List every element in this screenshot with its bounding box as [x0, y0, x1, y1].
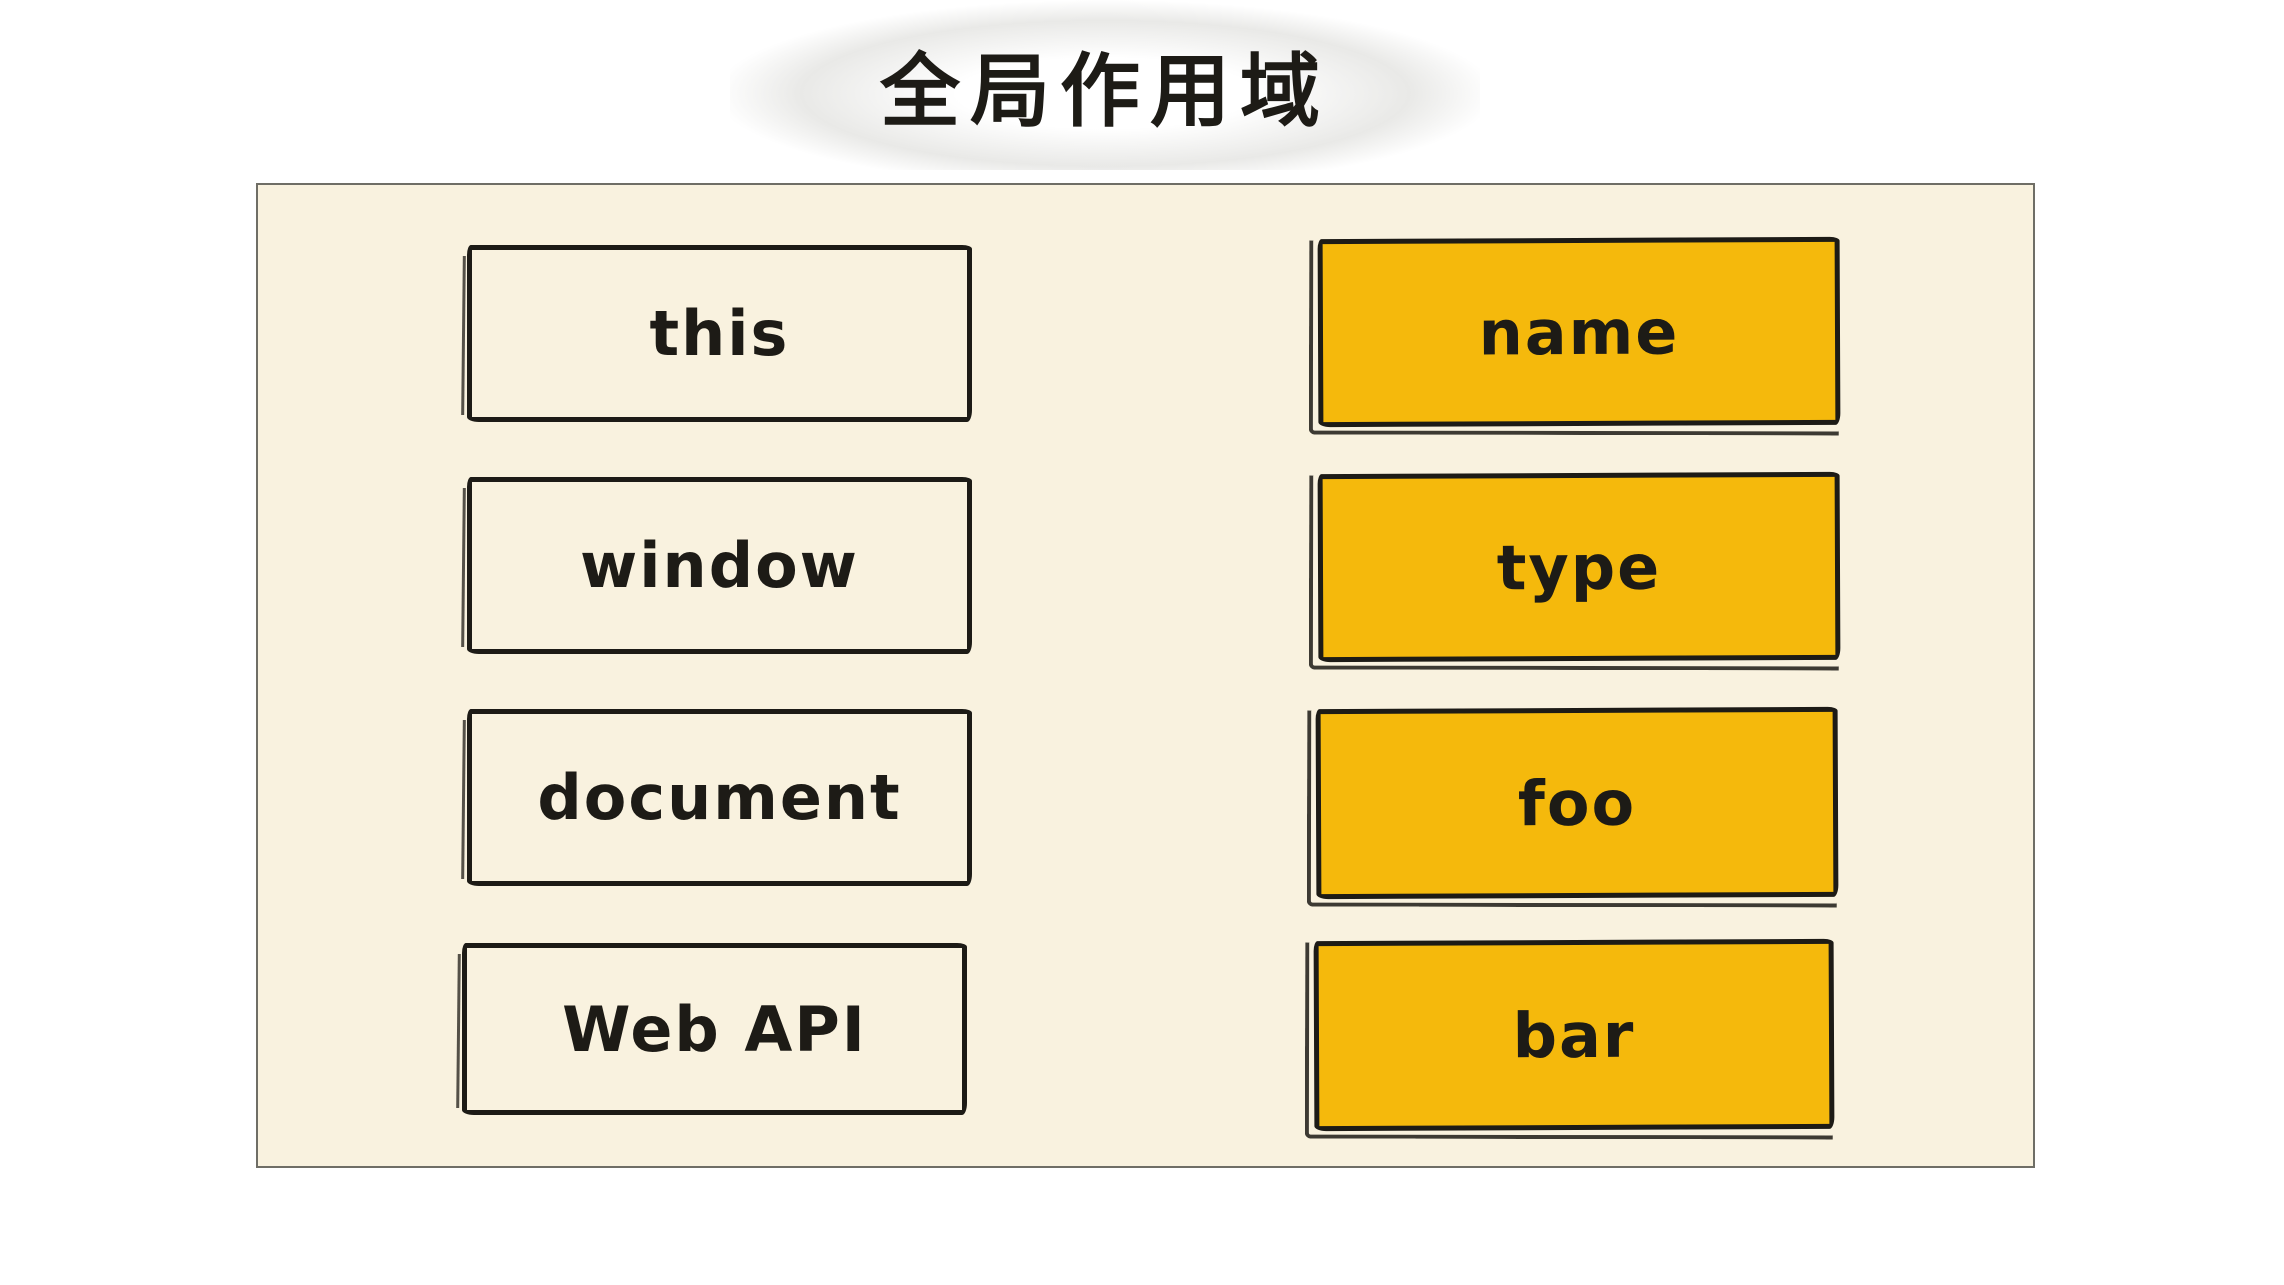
scope-box-this: this	[467, 245, 972, 422]
scope-box-web-api: Web API	[462, 943, 967, 1115]
scope-box-document: document	[467, 709, 972, 886]
variable-box-foo: foo	[1315, 706, 1839, 900]
variable-box-type-label: type	[1496, 530, 1662, 604]
scope-box-this-label: this	[649, 297, 790, 370]
variable-box-name-label: name	[1478, 295, 1680, 369]
variable-box-foo-label: foo	[1517, 766, 1637, 840]
title-halo: 全局作用域	[730, 0, 1480, 170]
scope-box-web-api-label: Web API	[562, 992, 867, 1066]
variable-box-name: name	[1317, 236, 1841, 428]
scope-box-window: window	[467, 477, 972, 654]
variable-box-bar: bar	[1313, 938, 1835, 1132]
scope-box-document-label: document	[537, 761, 902, 834]
variable-box-type: type	[1317, 471, 1841, 663]
diagram-title: 全局作用域	[880, 45, 1330, 138]
variable-box-bar-label: bar	[1512, 998, 1636, 1072]
scope-box-window-label: window	[580, 529, 859, 602]
